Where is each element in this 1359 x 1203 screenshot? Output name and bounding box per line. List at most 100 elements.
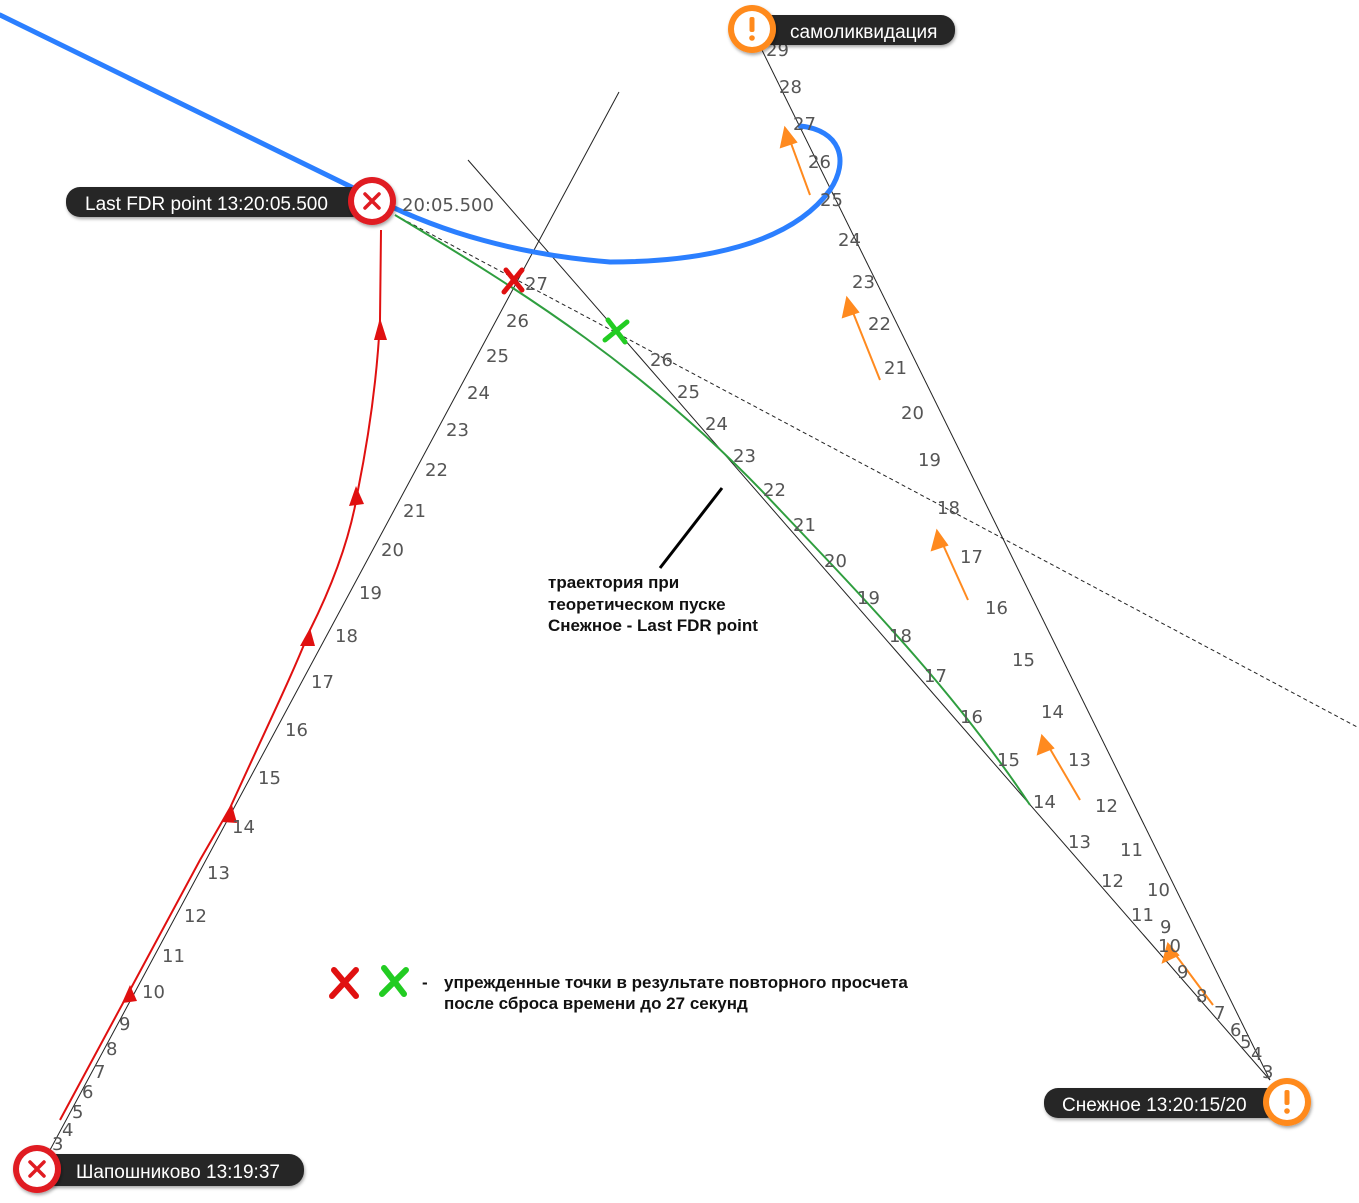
missile-track-red xyxy=(59,229,382,1121)
tick-label: 16 xyxy=(960,707,983,728)
last-fdr-timestamp: 20:05.500 xyxy=(402,195,494,216)
tick-label: 23 xyxy=(446,420,469,441)
dashed-line xyxy=(394,214,1359,729)
tick-label: 19 xyxy=(359,583,382,604)
arrow-icon xyxy=(374,318,387,340)
trajectory-annotation: траектория при теоретическом пуске Снежн… xyxy=(548,573,758,635)
tick-label: 8 xyxy=(1196,986,1207,1007)
snezhnoe-label[interactable]: Снежное 13:20:15/20 xyxy=(1044,1088,1280,1118)
svg-text:Снежное 13:20:15/20: Снежное 13:20:15/20 xyxy=(1062,1095,1247,1116)
shaposhnikovo-marker[interactable] xyxy=(13,1145,61,1193)
tick-label: 15 xyxy=(258,768,281,789)
tick-label: 19 xyxy=(857,588,880,609)
tick-label: 20 xyxy=(824,551,847,572)
svg-text:самоликвидация: самоликвидация xyxy=(790,22,937,43)
tick-label: 27 xyxy=(793,114,816,135)
tick-label: 11 xyxy=(1131,905,1154,926)
tick-label: 6 xyxy=(1230,1020,1241,1041)
red-cross xyxy=(501,267,525,295)
red-arrows xyxy=(122,318,387,1003)
tick-label: 10 xyxy=(1147,880,1170,901)
tick-label: 26 xyxy=(650,350,673,371)
legend-green-cross xyxy=(379,965,409,997)
line-c-self-destruct xyxy=(756,39,1271,1081)
tick-label: 16 xyxy=(285,720,308,741)
tick-label: 18 xyxy=(889,626,912,647)
arrow-icon xyxy=(300,628,315,646)
annotation-pointer xyxy=(658,487,724,569)
line-a-shaposhnikovo xyxy=(49,91,620,1151)
green-cross xyxy=(602,317,630,345)
tick-label: 9 xyxy=(1177,962,1188,983)
guide-lines xyxy=(49,39,1359,1151)
tick-label: 29 xyxy=(766,40,789,61)
self-destruct-marker[interactable] xyxy=(728,5,776,53)
tick-label: 26 xyxy=(506,311,529,332)
snezhnoe-marker[interactable] xyxy=(1263,1078,1311,1126)
svg-text:Шапошниково 13:19:37: Шапошниково 13:19:37 xyxy=(76,1162,280,1183)
exclamation-icon xyxy=(1284,1090,1290,1114)
arrow-icon xyxy=(1036,733,1081,801)
shaposhnikovo-label[interactable]: Шапошниково 13:19:37 xyxy=(40,1154,304,1186)
tick-label: 10 xyxy=(142,982,165,1003)
tick-label: 19 xyxy=(918,450,941,471)
arrow-icon xyxy=(122,985,137,1003)
tick-label: 21 xyxy=(884,358,907,379)
tick-label: 24 xyxy=(705,414,728,435)
tick-label: 17 xyxy=(960,547,983,568)
tick-label: 18 xyxy=(937,498,960,519)
tick-label: 12 xyxy=(184,906,207,927)
tick-label: 3 xyxy=(52,1134,63,1155)
tick-label: 8 xyxy=(106,1039,117,1060)
tick-label: 7 xyxy=(94,1062,105,1083)
self-destruct-label[interactable]: самоликвидация xyxy=(748,15,955,45)
last-fdr-marker[interactable] xyxy=(348,177,396,225)
arrow-icon xyxy=(222,805,237,823)
tick-label: 7 xyxy=(1214,1003,1225,1024)
tick-label: 14 xyxy=(232,817,255,838)
arrow-icon xyxy=(1161,941,1214,1006)
tick-label: 11 xyxy=(1120,840,1143,861)
tick-label: 20 xyxy=(901,403,924,424)
tick-label: 26 xyxy=(808,152,831,173)
last-fdr-label[interactable]: Last FDR point 13:20:05.500 xyxy=(66,187,366,217)
tick-labels: 9101112131415161718192021222324252627282… xyxy=(52,40,1273,1155)
tick-label: 15 xyxy=(1012,650,1035,671)
line-b-snezhnoe-upper xyxy=(467,159,1271,1081)
tick-label: 12 xyxy=(1095,796,1118,817)
svg-text:Last FDR point 13:20:05.500: Last FDR point 13:20:05.500 xyxy=(85,194,328,215)
tick-label: 5 xyxy=(1240,1032,1251,1053)
tick-label: 17 xyxy=(311,672,334,693)
legend-text: упрежденные точки в результате повторног… xyxy=(444,973,913,1013)
tick-label: 13 xyxy=(1068,832,1091,853)
theoretical-trajectory xyxy=(394,214,1031,806)
exclamation-icon xyxy=(749,17,755,41)
orange-arrows xyxy=(779,125,1214,1006)
arrow-icon xyxy=(841,295,881,381)
tick-label: 23 xyxy=(733,446,756,467)
tick-label: 20 xyxy=(381,540,404,561)
tick-label: 10 xyxy=(1158,936,1181,957)
legend-red-cross xyxy=(329,967,359,999)
tick-label: 24 xyxy=(838,230,861,251)
tick-label: 12 xyxy=(1101,871,1124,892)
tick-label: 16 xyxy=(985,598,1008,619)
tick-label: 15 xyxy=(997,750,1020,771)
tick-label: 14 xyxy=(1041,702,1064,723)
close-icon xyxy=(28,1160,46,1178)
tick-label: 11 xyxy=(162,946,185,967)
legend-dash: - xyxy=(422,973,428,992)
tick-label: 21 xyxy=(403,501,426,522)
tick-label: 17 xyxy=(924,666,947,687)
tick-label: 18 xyxy=(335,626,358,647)
tick-label: 9 xyxy=(1160,917,1171,938)
tick-label: 3 xyxy=(1262,1062,1273,1083)
tick-label: 25 xyxy=(677,382,700,403)
tick-label: 21 xyxy=(793,515,816,536)
tick-label: 22 xyxy=(425,460,448,481)
arrow-icon xyxy=(779,125,811,196)
tick-label: 14 xyxy=(1033,792,1056,813)
tick-label: 24 xyxy=(467,383,490,404)
tick-label: 5 xyxy=(72,1102,83,1123)
